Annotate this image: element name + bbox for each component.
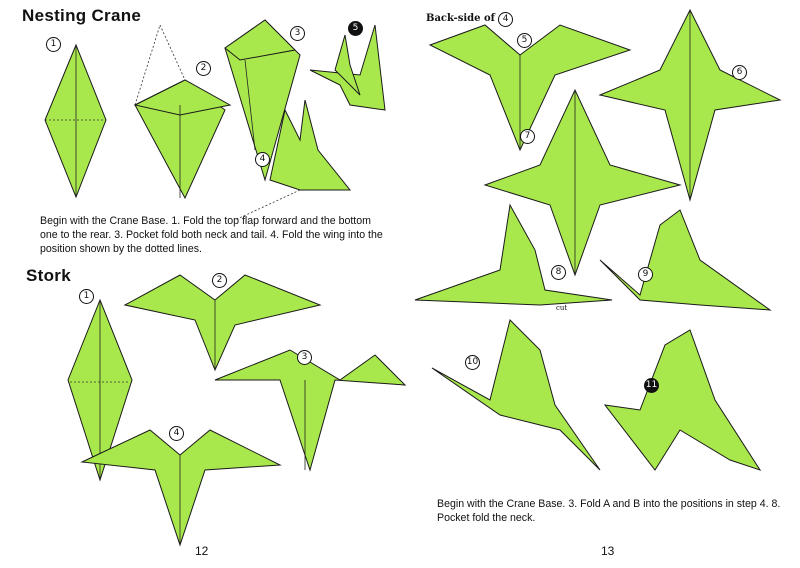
stork-instructions: Begin with the Crane Base. 3. Fold A and… bbox=[437, 498, 781, 524]
backside-label: Back-side of 4 bbox=[426, 12, 514, 27]
step-11-label: 11 bbox=[644, 378, 659, 393]
stork-step-11-diagram bbox=[603, 329, 762, 471]
stork-step-4-label: 4 bbox=[169, 426, 184, 441]
stork-step-1-label: 1 bbox=[79, 289, 94, 304]
stork-step-1-diagram bbox=[67, 298, 133, 482]
stork-step-10-diagram bbox=[431, 319, 601, 471]
stork-step-2-label: 2 bbox=[212, 273, 227, 288]
step-5-label: 5 bbox=[517, 33, 532, 48]
stork-step-6-diagram bbox=[598, 8, 782, 202]
stork-title: Stork bbox=[26, 266, 71, 285]
stork-step-4-diagram bbox=[80, 429, 282, 547]
step-10-label: 10 bbox=[465, 355, 480, 370]
step-9-label: 9 bbox=[638, 267, 653, 282]
crane-step-3-diagram bbox=[224, 19, 301, 182]
crane-step-2-diagram bbox=[133, 24, 232, 200]
crane-step-2-label: 2 bbox=[196, 61, 211, 76]
stork-step-2-diagram bbox=[123, 274, 322, 372]
cut-label: cut bbox=[556, 304, 568, 312]
crane-step-4-diagram bbox=[234, 99, 352, 221]
crane-instructions: Begin with the Crane Base. 1. Fold the t… bbox=[40, 215, 383, 255]
stork-step-9-diagram bbox=[599, 209, 772, 311]
backside-step-label: 4 bbox=[498, 12, 514, 27]
step-8-label: 8 bbox=[551, 265, 566, 280]
crane-title: Nesting Crane bbox=[22, 6, 142, 25]
crane-step-5-diagram bbox=[309, 24, 386, 111]
stork-step-3-label: 3 bbox=[297, 350, 312, 365]
backside-text: Back-side of bbox=[426, 13, 495, 24]
step-6-label: 6 bbox=[732, 65, 747, 80]
crane-step-5-label: 5 bbox=[348, 21, 363, 36]
crane-step-4-label: 4 bbox=[255, 152, 270, 167]
crane-step-3-label: 3 bbox=[290, 26, 305, 41]
step-7-label: 7 bbox=[520, 129, 535, 144]
stork-step-7-diagram bbox=[483, 88, 682, 277]
stork-step-8-diagram bbox=[414, 203, 613, 306]
page-number-right: 13 bbox=[601, 544, 615, 558]
crane-step-1-label: 1 bbox=[46, 37, 61, 52]
crane-step-1-diagram bbox=[44, 43, 107, 199]
page-number-left: 12 bbox=[195, 544, 209, 558]
